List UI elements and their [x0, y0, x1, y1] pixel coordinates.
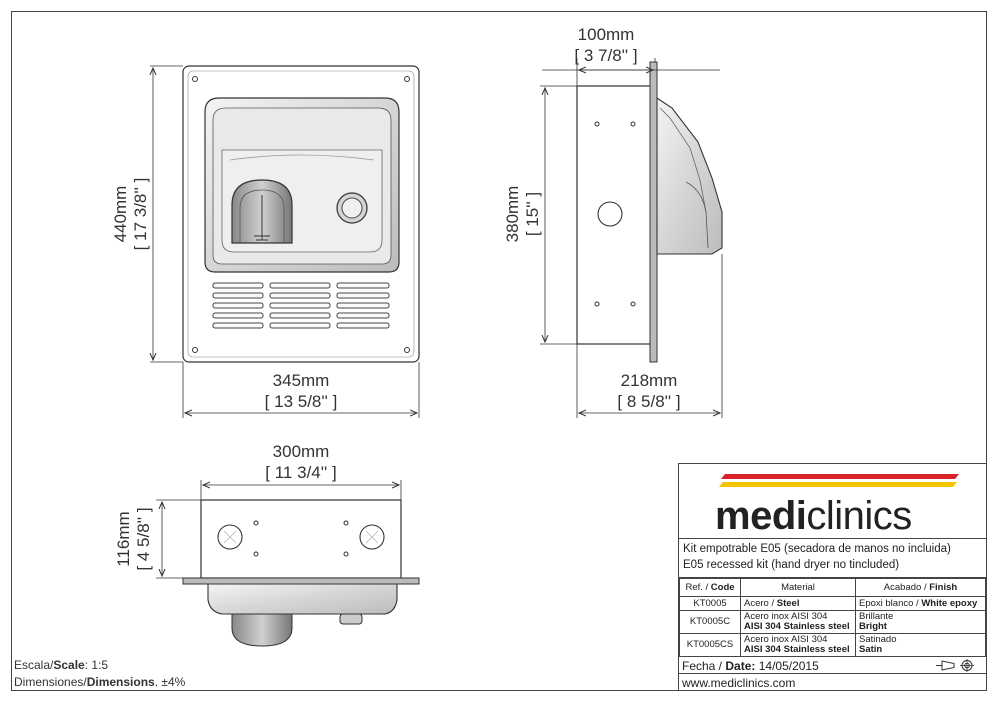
- header-material: Material: [740, 578, 856, 597]
- logo-bold: medi: [715, 494, 807, 538]
- top-knockout-left: [217, 524, 243, 550]
- header-code: Ref. / Code: [679, 578, 741, 597]
- top-width-dimension: [200, 480, 402, 500]
- top-height-in: [ 4 5/8'' ]: [134, 507, 153, 570]
- first-angle-projection-icon: [936, 659, 974, 672]
- description-es: Kit empotrable E05 (secadora de manos no…: [683, 543, 951, 555]
- front-height-in: [ 17 3/8'' ]: [131, 178, 150, 251]
- logo-stripes: [719, 474, 959, 487]
- front-height-mm: 440mm: [111, 186, 130, 243]
- front-width-mm: 345mm: [273, 371, 330, 390]
- top-view: [182, 499, 420, 647]
- air-vents: [212, 282, 390, 329]
- dims-label-en: Dimensions: [86, 675, 155, 689]
- side-height-in: [ 15'' ]: [523, 192, 542, 236]
- logo-stripe-yellow: [719, 482, 957, 487]
- side-depth-in: [ 8 5/8'' ]: [617, 392, 680, 411]
- date-label-es: Fecha /: [682, 659, 726, 673]
- side-depth-dimension: [576, 254, 723, 418]
- scale-value: 1:5: [91, 658, 109, 672]
- front-height-dimension: [150, 65, 183, 363]
- title-block: mediclinics Kit empotrable E05 (secadora…: [678, 463, 987, 691]
- top-dryer-body: [207, 583, 398, 615]
- dims-tolerance: ±4%: [161, 675, 186, 689]
- side-knockout: [597, 201, 623, 227]
- date-value: 14/05/2015: [758, 659, 819, 673]
- logo-stripe-red: [721, 474, 959, 479]
- dims-label-es: Dimensiones/: [14, 675, 87, 689]
- side-flange: [649, 61, 658, 363]
- side-box: [576, 85, 656, 345]
- side-dryer-profile: [656, 96, 723, 255]
- side-height-dimension: [540, 85, 577, 345]
- table-header: Ref. / Code Material Acabado / Finish: [679, 578, 986, 597]
- dimensions-note: Dimensiones/Dimensions. ±4%: [14, 675, 186, 689]
- top-height-dimension: [156, 499, 201, 579]
- side-view: [576, 61, 723, 363]
- front-width-dimension: [182, 362, 420, 418]
- front-width-in: [ 13 5/8'' ]: [265, 392, 338, 411]
- top-box: [200, 499, 402, 579]
- header-finish: Acabado / Finish: [855, 578, 986, 597]
- date-label-en: Date:: [725, 659, 756, 673]
- product-description: Kit empotrable E05 (secadora de manos no…: [679, 538, 986, 578]
- screw-hole: [192, 347, 198, 353]
- top-dryer-nozzle: [231, 613, 293, 647]
- row-code: KT0005C: [679, 610, 741, 634]
- screw-hole: [192, 76, 198, 82]
- website: www.mediclinics.com: [682, 676, 796, 690]
- top-knockout-right: [359, 524, 385, 550]
- side-depth-mm: 218mm: [621, 371, 678, 390]
- drawing-frame: [11, 11, 987, 691]
- top-flange: [182, 577, 420, 585]
- row-code: KT0005CS: [679, 633, 741, 657]
- logo-wordmark: mediclinics: [715, 494, 912, 538]
- brand-logo: mediclinics: [679, 464, 986, 539]
- scale-label-es: Escala/: [14, 658, 54, 672]
- top-width-mm: 300mm: [273, 442, 330, 461]
- front-view: [182, 65, 420, 363]
- row-finish: Epoxi blanco / White epoxy: [855, 596, 986, 611]
- description-en: E05 recessed kit (hand dryer no tinclude…: [683, 559, 900, 571]
- top-width-in: [ 11 3/4'' ]: [265, 463, 336, 482]
- scale-note: Escala/Scale: 1:5: [14, 658, 109, 672]
- side-top-in: [ 3 7/8'' ]: [574, 46, 637, 65]
- date-row: Fecha / Date: 14/05/2015: [679, 656, 986, 674]
- row-material: Acero / Steel: [740, 596, 856, 611]
- scale-label-en: Scale: [53, 658, 85, 672]
- top-push-button: [339, 613, 363, 625]
- top-height-mm: 116mm: [114, 511, 133, 566]
- side-top-mm: 100mm: [578, 25, 635, 44]
- side-top-dimension: [542, 58, 720, 86]
- side-height-mm: 380mm: [503, 186, 522, 243]
- screw-hole: [404, 76, 410, 82]
- row-code: KT0005: [679, 596, 741, 611]
- product-table: Ref. / Code Material Acabado / Finish KT…: [679, 578, 986, 657]
- screw-hole: [404, 347, 410, 353]
- table-row: KT0005 Acero / Steel Epoxi blanco / Whit…: [679, 596, 986, 611]
- logo-light: clinics: [806, 494, 912, 538]
